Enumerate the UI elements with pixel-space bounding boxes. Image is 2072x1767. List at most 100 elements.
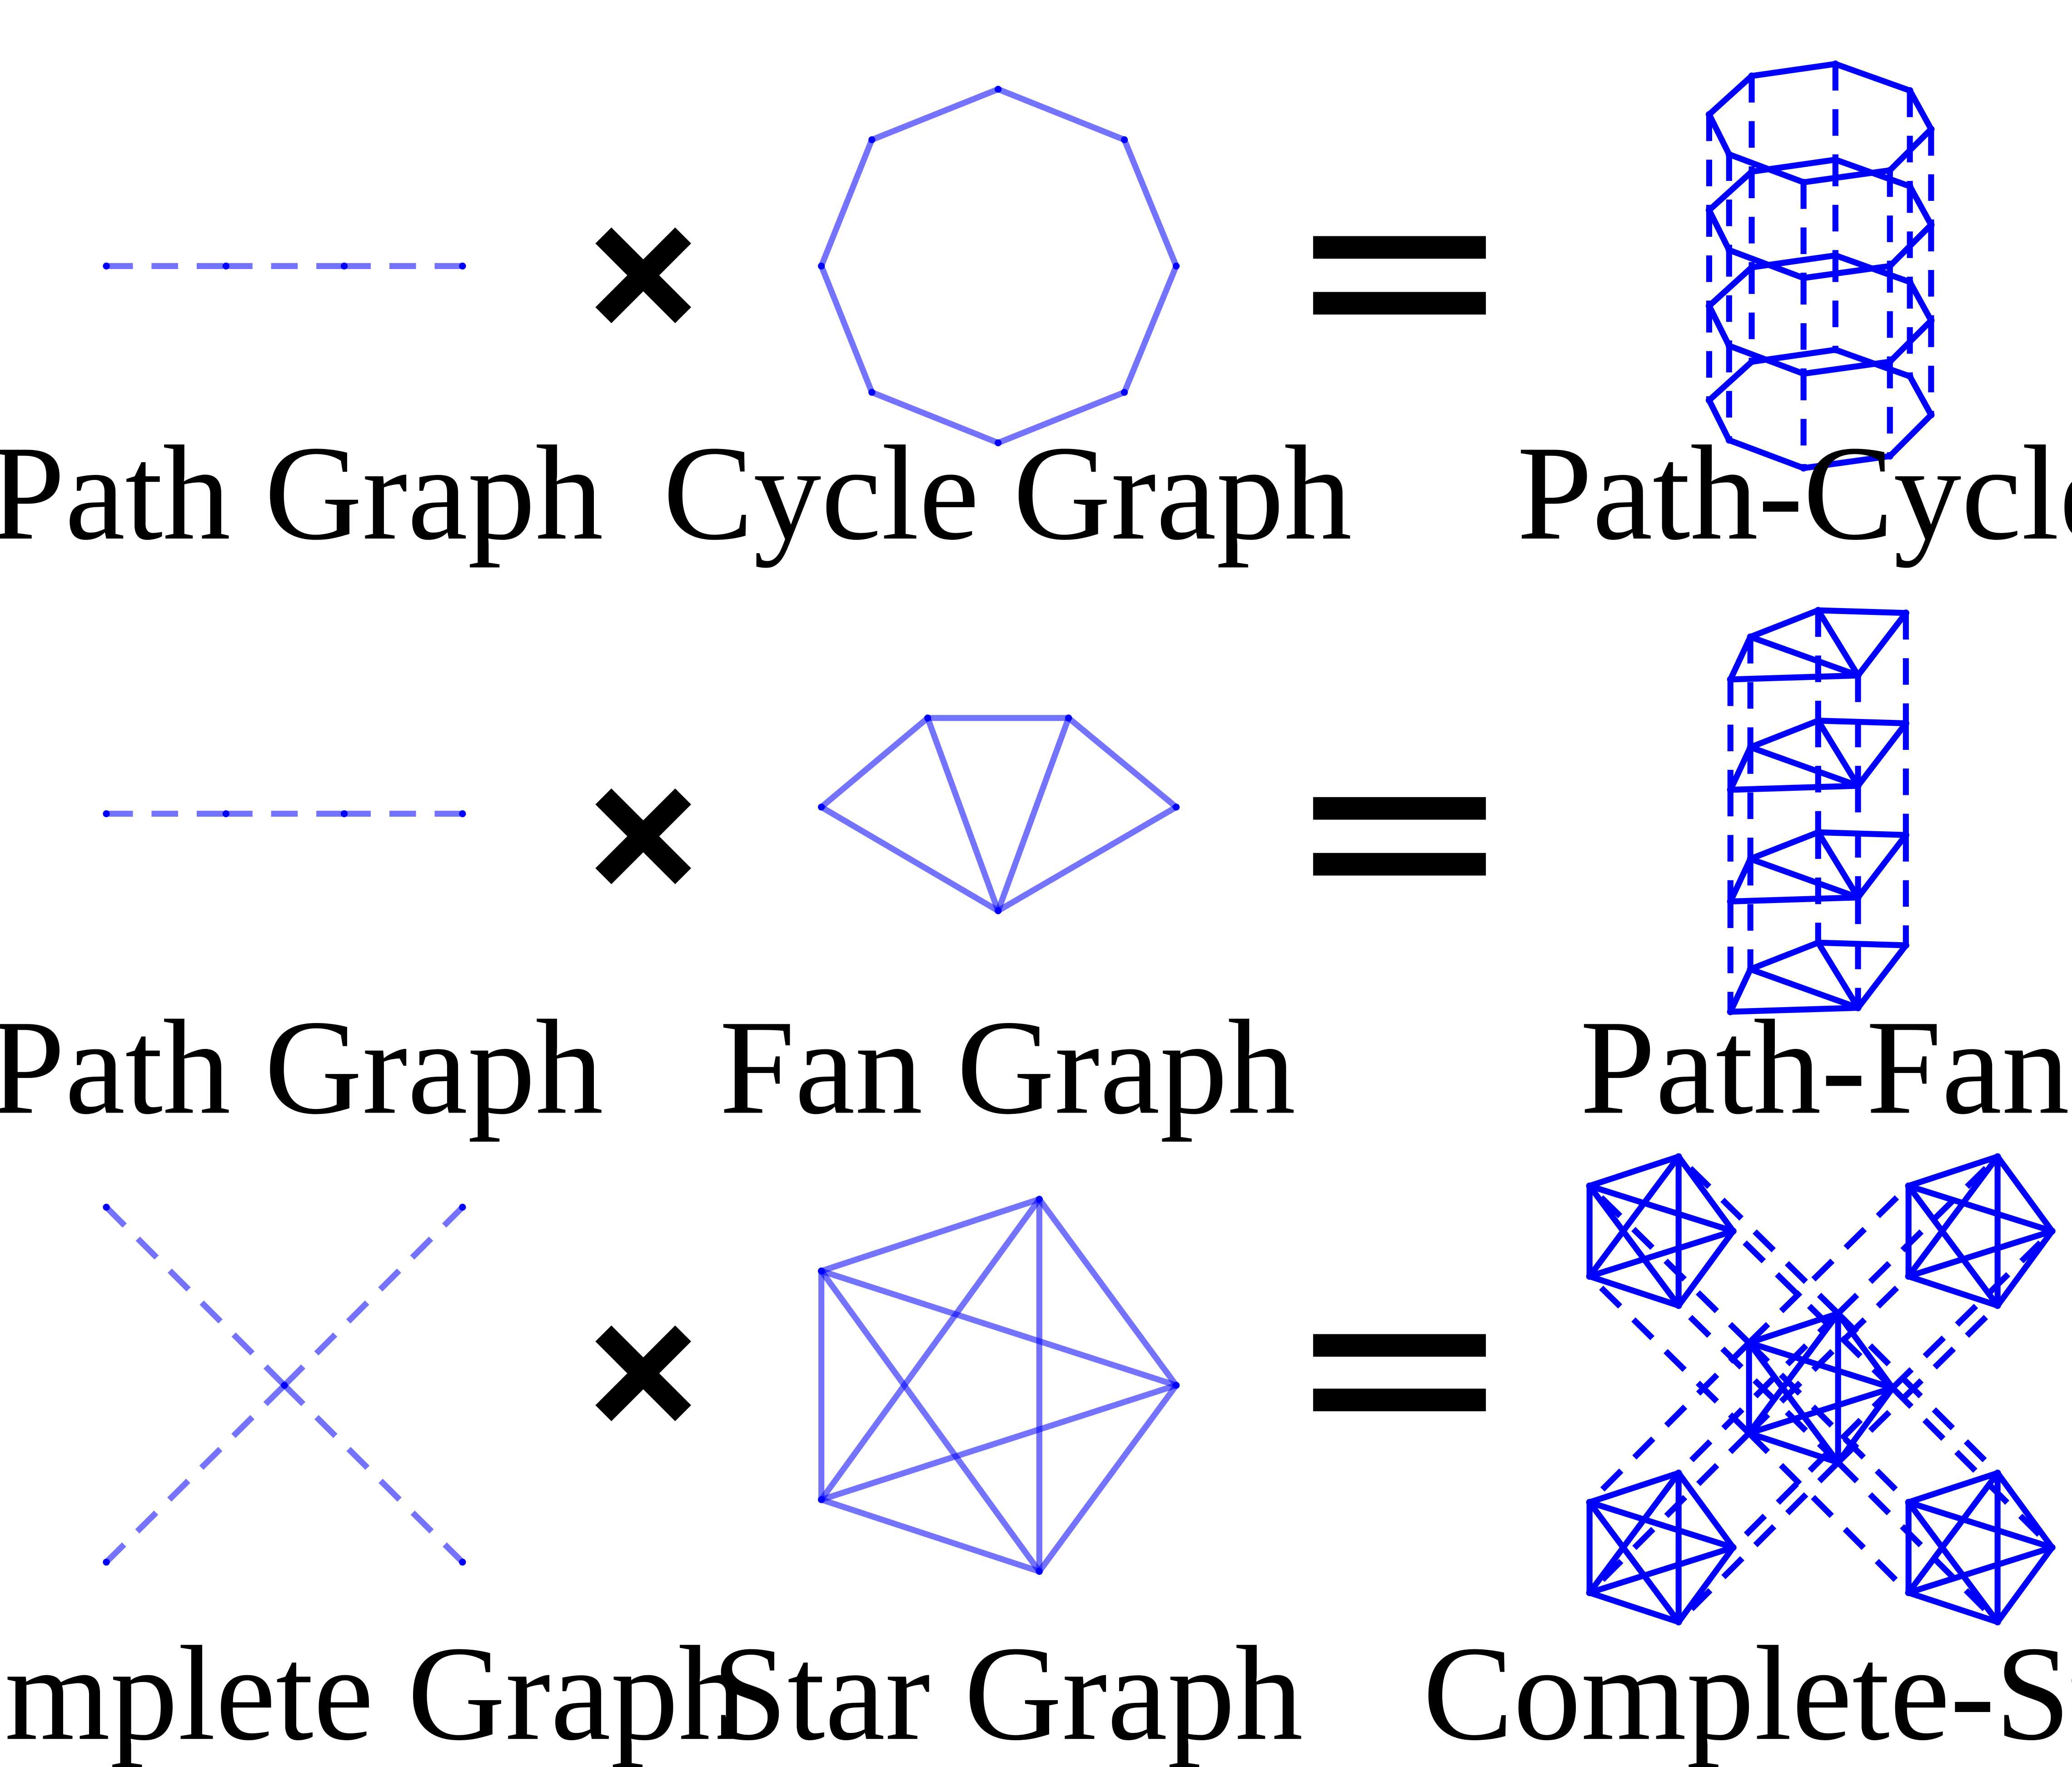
path-graph-1 [103, 262, 466, 270]
graph-vertex [1065, 714, 1072, 722]
graph-vertex [1748, 72, 1755, 80]
fan-edge [1730, 1004, 1858, 1015]
cycle-edge [1706, 113, 1732, 156]
graph-vertex [1586, 1182, 1593, 1190]
graph-vertex [1854, 672, 1862, 679]
equals-symbol-1 [1313, 236, 1486, 315]
fan-edge [820, 804, 1000, 913]
complete-edge [1906, 1155, 2000, 1278]
cycle-edge [1907, 89, 1934, 131]
graph-vertex [924, 714, 931, 722]
graph-vertex [1814, 829, 1822, 836]
complete-edge [1589, 1499, 1734, 1551]
graph-vertex [818, 1496, 825, 1503]
complete-edge [1908, 1470, 1999, 1505]
graph-vertex [1705, 302, 1713, 309]
cycle-edge [1834, 157, 1911, 190]
cycle-edge [1907, 185, 1934, 226]
fan-edge [1730, 783, 1858, 793]
graph-vertex [1727, 898, 1734, 905]
fan-edge [995, 717, 1071, 912]
graph-vertex [1834, 1459, 1842, 1466]
star-edge [1731, 1229, 1895, 1390]
graph-vertex [103, 810, 110, 818]
graph-vertex [1172, 1382, 1180, 1389]
label-fan-graph: Fan Graph [719, 992, 1295, 1143]
cycle-edge [1751, 347, 1836, 365]
star-edge [1676, 1154, 1840, 1316]
graph-vertex [1814, 939, 1822, 946]
star-edge [1836, 1303, 2000, 1465]
graph-vertex [1675, 1153, 1682, 1160]
graph-vertex [995, 907, 1002, 914]
graph-vertex [818, 1268, 825, 1275]
fan-edge [1855, 833, 1908, 899]
path-graph-2 [103, 810, 466, 818]
complete-star-graph [1586, 1153, 2056, 1626]
star-edge [820, 1497, 1041, 1574]
label-path-cycle: Path-Cycle [1517, 418, 2072, 568]
graph-vertex [103, 1558, 110, 1566]
graph-vertex [1586, 1589, 1593, 1597]
complete-edge [1587, 1155, 1681, 1278]
star-edge [1890, 1229, 2054, 1390]
graph-vertex [1705, 206, 1713, 214]
graph-vertex [459, 1558, 466, 1566]
complete-edge [1906, 1471, 2000, 1595]
fan-edge [1855, 721, 1908, 788]
star-edge [1747, 1340, 1911, 1505]
cycle-edge [1751, 156, 1836, 175]
cycle-edge [1751, 61, 1836, 79]
graph-vertex [222, 810, 229, 818]
graph-vertex [1172, 804, 1180, 811]
star-edge [1587, 1183, 1751, 1345]
graph-vertex [868, 389, 876, 396]
star-edge [1731, 1386, 1895, 1550]
cycle-edge [1834, 347, 1911, 379]
star-edge [1676, 1303, 1840, 1465]
complete-edge [1908, 1273, 1999, 1308]
fan-edge [819, 715, 930, 809]
complete-graph [103, 1203, 466, 1566]
graph-vertex [1727, 786, 1734, 794]
times-symbol-3 [595, 1325, 692, 1422]
complete-edge [1589, 1228, 1734, 1279]
fan-edge [996, 804, 1178, 913]
complete-edge [1908, 1183, 2053, 1234]
star-edge [1676, 1311, 1840, 1475]
graph-vertex [1854, 1004, 1862, 1012]
complete-edge [1746, 1312, 1841, 1435]
star-edge [1037, 1197, 1179, 1388]
complete-edge [282, 1205, 465, 1388]
graph-vertex [1586, 1273, 1593, 1280]
star-edge [1676, 1460, 1840, 1624]
label-cycle-graph: Cycle Graph [663, 418, 1352, 568]
star-edge [1836, 1311, 2000, 1475]
complete-edge [104, 1205, 287, 1388]
label-star-graph: Star Graph [712, 1618, 1303, 1767]
graph-vertex [103, 262, 110, 270]
graph-vertex [1832, 60, 1839, 68]
complete-edge [1908, 1590, 1999, 1625]
graph-vertex [1747, 744, 1754, 751]
graph-vertex [1725, 436, 1733, 444]
star-edge [819, 1197, 1042, 1502]
graph-vertex [1745, 1429, 1753, 1437]
star-edge [1747, 1274, 1911, 1436]
cycle-graph [818, 85, 1180, 446]
star-edge [1587, 1431, 1751, 1595]
graph-vertex [1747, 855, 1754, 863]
graph-vertex [1725, 151, 1733, 158]
graph-vertex [868, 136, 876, 144]
label-path-graph-2: Path Graph [0, 992, 603, 1143]
graph-vertex [1902, 609, 1909, 617]
path-cycle-graph [1705, 60, 1935, 472]
graph-vertex [1675, 1302, 1682, 1309]
graph-vertex [1748, 264, 1755, 271]
graph-vertex [459, 810, 466, 818]
complete-edge [1995, 1155, 2055, 1233]
graph-vertex [1727, 1008, 1734, 1015]
complete-edge [1589, 1544, 1734, 1596]
graph-vertex [1705, 111, 1713, 118]
label-path-fan: Path-Fan [1580, 992, 2069, 1143]
